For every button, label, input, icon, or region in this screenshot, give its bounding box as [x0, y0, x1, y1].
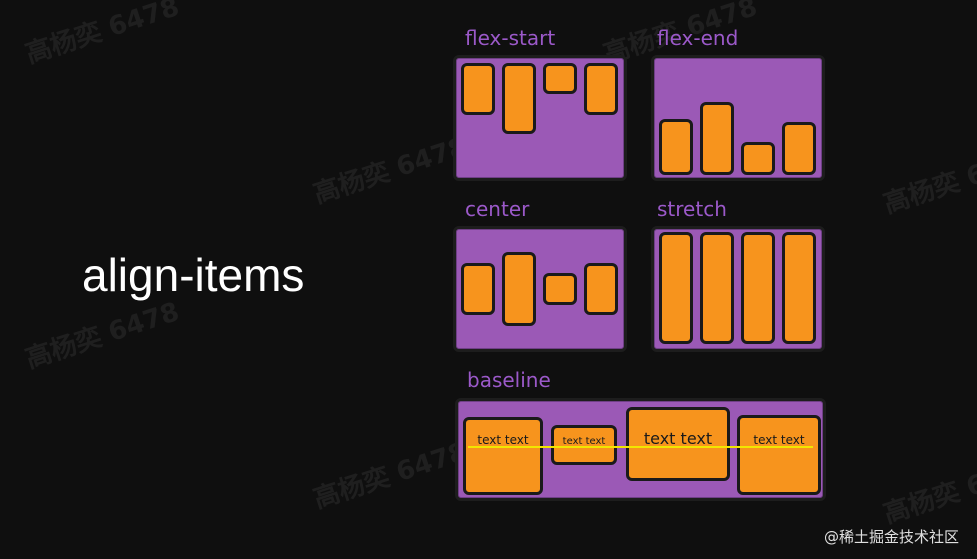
baseline-item-text: text text	[477, 433, 529, 447]
center-item	[502, 252, 536, 326]
watermark: 高杨奕 6478	[880, 141, 977, 220]
flex-end-item	[659, 119, 693, 175]
baseline-item: text text	[551, 425, 617, 465]
stretch-container	[651, 226, 825, 352]
center-label: center	[465, 197, 530, 221]
watermark: 高杨奕 6478	[22, 296, 183, 375]
credit-text: @稀土掘金技术社区	[823, 528, 959, 546]
flex-start-container	[453, 55, 627, 181]
watermark: 高杨奕 6478	[310, 131, 471, 210]
flex-start-item	[461, 63, 495, 115]
baseline-item: text text	[626, 407, 730, 481]
baseline-line	[468, 446, 813, 448]
flex-end-item	[782, 122, 816, 175]
center-item	[543, 273, 577, 305]
flex-start-item	[543, 63, 577, 94]
stretch-label: stretch	[657, 197, 727, 221]
page-title: align-items	[82, 249, 305, 301]
center-container	[453, 226, 627, 352]
flex-end-container	[651, 55, 825, 181]
flex-end-item	[700, 102, 734, 175]
stretch-item	[741, 232, 775, 344]
watermark: 高杨奕 6478	[22, 0, 183, 70]
baseline-item-text: text text	[753, 433, 805, 447]
baseline-container: text text text text text text text text	[455, 398, 826, 501]
watermark: 高杨奕 6478	[880, 451, 977, 530]
watermark: 高杨奕 6478	[310, 436, 471, 515]
flex-end-item	[741, 142, 775, 175]
flex-start-item	[584, 63, 618, 115]
baseline-label: baseline	[467, 368, 551, 392]
center-item	[461, 263, 495, 315]
flex-end-label: flex-end	[657, 26, 739, 50]
baseline-item: text text	[737, 415, 821, 495]
center-item	[584, 263, 618, 315]
baseline-item-text: text text	[643, 429, 713, 448]
stretch-item	[659, 232, 693, 344]
baseline-item: text text	[463, 417, 543, 495]
flex-start-item	[502, 63, 536, 134]
flex-start-label: flex-start	[465, 26, 556, 50]
baseline-item-text: text text	[562, 436, 606, 447]
stretch-item	[700, 232, 734, 344]
stretch-item	[782, 232, 816, 344]
